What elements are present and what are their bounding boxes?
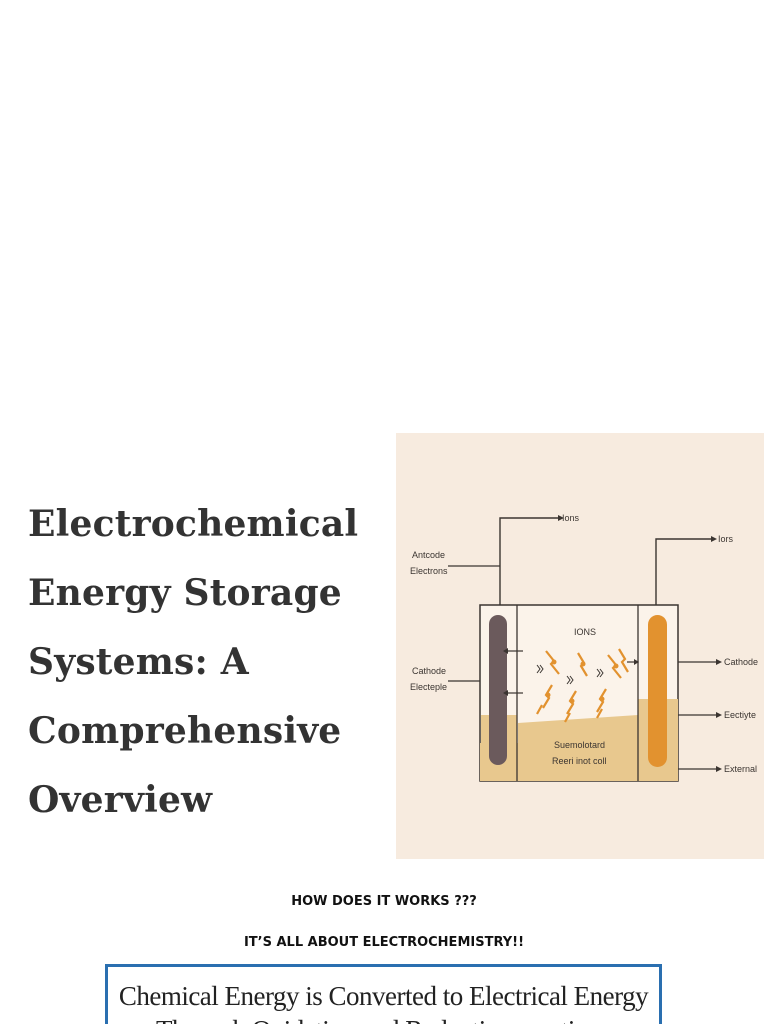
chevron	[539, 664, 544, 674]
ion-particle	[536, 704, 543, 715]
chevron	[569, 675, 574, 685]
slide-heading-electrochemistry: IT’S ALL ABOUT ELECTROCHEMISTRY!!	[243, 935, 525, 950]
chevron	[599, 668, 604, 678]
ion-dots	[545, 659, 619, 704]
chevron	[566, 675, 571, 685]
boxed-note: Chemical Energy is Converted to Electric…	[105, 964, 662, 1024]
anode-electrode	[489, 615, 507, 765]
ions-arrow-left	[499, 517, 558, 605]
label-right-external: External	[724, 764, 757, 774]
battery-diagram-figure: Ions Iors Antcode Electrons Cathode Elec…	[396, 433, 764, 859]
arrowhead	[716, 659, 722, 665]
arrowhead	[503, 690, 508, 696]
label-anode-line2: Electrons	[410, 566, 448, 576]
chevron	[536, 664, 541, 674]
small-chevrons	[536, 664, 604, 685]
ions-arrow-right	[655, 538, 711, 605]
title-block: Electrochemical Energy Storage Systems: …	[28, 490, 388, 866]
cathode-electrode	[648, 615, 667, 767]
ion-particle	[618, 648, 629, 673]
label-separator-line2: Reeri inot coll	[552, 756, 607, 766]
label-cathode-left-line1: Cathode	[412, 666, 446, 676]
ion-dot	[613, 663, 619, 669]
label-ions-left: Ions	[562, 513, 580, 523]
ion-dot	[551, 659, 557, 665]
ion-dot	[580, 661, 586, 667]
arrowhead	[716, 766, 722, 772]
arrowhead	[558, 515, 564, 521]
arrowhead	[503, 648, 508, 654]
electrolyte-fill	[480, 699, 678, 781]
label-separator-line1: Suemolotard	[554, 740, 605, 750]
document-title: Electrochemical Energy Storage Systems: …	[28, 503, 359, 821]
label-ions-center: IONS	[574, 627, 596, 637]
ion-particle	[564, 712, 571, 723]
chevron	[596, 668, 601, 678]
label-ions-right: Iors	[718, 534, 734, 544]
slide-heading-how-it-works: HOW DOES IT WORKS ???	[291, 894, 477, 909]
ion-particle	[596, 708, 603, 719]
arrowhead	[711, 536, 717, 542]
label-right-cathode: Cathode	[724, 657, 758, 667]
boxed-note-text: Chemical Energy is Converted to Electric…	[118, 981, 649, 1024]
ion-dot	[545, 692, 551, 698]
arrowhead	[716, 712, 722, 718]
arrowhead	[634, 659, 639, 665]
label-anode-line1: Antcode	[412, 550, 445, 560]
ion-dot	[569, 698, 575, 704]
label-right-electrolyte: Eectiyte	[724, 710, 756, 720]
label-cathode-left-line2: Electeple	[410, 682, 447, 692]
ion-dot	[599, 696, 605, 702]
battery-diagram: Ions Iors Antcode Electrons Cathode Elec…	[410, 513, 758, 782]
